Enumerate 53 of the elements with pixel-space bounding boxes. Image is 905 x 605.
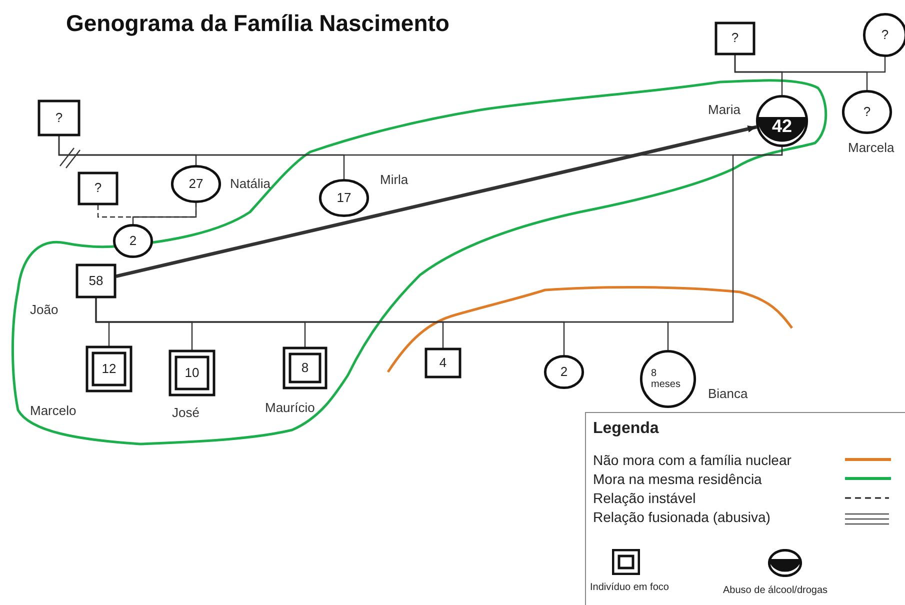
person-name: Marcelo xyxy=(30,403,76,418)
person-circle xyxy=(171,165,221,203)
age-label: ? xyxy=(94,181,102,196)
legend-text: Relação fusionada (abusiva) xyxy=(593,509,770,525)
age-label: ? xyxy=(55,110,63,126)
age-label: 12 xyxy=(102,362,116,376)
age-label: ? xyxy=(863,104,871,120)
focus-person-square xyxy=(86,346,132,392)
person-name: Mirla xyxy=(380,172,408,187)
person-circle xyxy=(113,224,153,258)
focus-person-square xyxy=(169,350,215,396)
age-label: ? xyxy=(731,31,739,46)
person-name: José xyxy=(172,405,200,420)
person-name: João xyxy=(30,302,58,317)
age-label: ? xyxy=(881,28,889,42)
age-label: 10 xyxy=(184,366,200,380)
family-line xyxy=(95,298,669,350)
person-square xyxy=(425,348,461,378)
age-label: 58 xyxy=(88,274,104,288)
legend-text: Indivíduo em foco xyxy=(590,582,669,593)
diagram-title: Genograma da Família Nascimento xyxy=(66,10,450,37)
person-name: Marcela xyxy=(848,140,894,155)
substance-abuse-circle xyxy=(756,95,808,147)
person-circle xyxy=(544,355,584,389)
legend-text: Mora na mesma residência xyxy=(593,471,762,487)
age-label: 8 meses xyxy=(651,368,682,390)
family-line xyxy=(734,55,868,90)
person-name: Maria xyxy=(708,102,741,117)
family-line xyxy=(58,136,345,179)
focus-person-square xyxy=(283,347,327,389)
age-label: 2 xyxy=(129,234,137,248)
age-label: 2 xyxy=(560,364,568,380)
person-circle xyxy=(640,350,696,408)
person-name: Bianca xyxy=(708,386,748,401)
family-line xyxy=(132,203,197,224)
age-label: 17 xyxy=(336,190,352,206)
fused-relation-arrow xyxy=(116,125,758,278)
age-label: 42 xyxy=(772,116,792,136)
person-square xyxy=(76,264,116,298)
age-label: 27 xyxy=(188,176,204,192)
legend-text: Abuso de álcool/drogas xyxy=(723,585,828,596)
person-name: Natália xyxy=(230,176,270,191)
person-name: Maurício xyxy=(265,400,315,415)
legend-heading: Legenda xyxy=(593,420,659,438)
person-circle xyxy=(319,179,369,217)
age-label: 4 xyxy=(439,356,447,370)
legend-text: Relação instável xyxy=(593,490,696,506)
person-square xyxy=(78,172,118,205)
person-circle xyxy=(842,90,892,134)
legend-text: Não mora com a família nuclear xyxy=(593,452,792,468)
person-square xyxy=(38,100,80,136)
age-label: 8 xyxy=(301,360,309,376)
person-square xyxy=(715,22,755,55)
